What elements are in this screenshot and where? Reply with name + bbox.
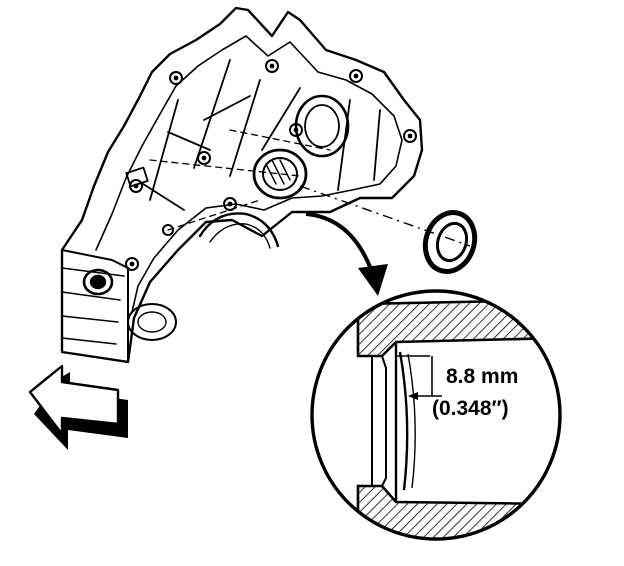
callout-arrow-head: [358, 264, 388, 296]
oil-port-left: [82, 268, 114, 296]
bolt-boss: [162, 224, 174, 236]
dimension-metric-label: 8.8 mm: [446, 365, 519, 388]
cover-inner-rim: [95, 35, 403, 313]
bolt-boss: [265, 59, 279, 73]
bolt-boss: [289, 123, 303, 137]
dim-arrowhead: [408, 392, 418, 400]
timing-arch-inner: [209, 223, 271, 249]
bore-shading: [265, 159, 291, 185]
sensor-bracket: [125, 166, 149, 188]
seal-body-inner: [407, 353, 416, 489]
arrow-left-icon: [28, 364, 128, 450]
seal-body: [398, 351, 409, 491]
install-centerline: [299, 185, 471, 247]
callout-arrow-shaft: [305, 212, 374, 273]
curved-arrow-icon: [305, 212, 388, 296]
crank-seal-bore-inner: [262, 157, 298, 191]
lower-pad-inner: [137, 311, 167, 333]
seal-inner: [435, 221, 469, 263]
bolt-boss: [223, 197, 237, 211]
engine-front-cover: [60, 6, 424, 364]
bolt-holes: [129, 63, 413, 267]
upper-boss-inner: [304, 104, 340, 148]
lower-pad: [127, 303, 177, 341]
seal-outer: [422, 210, 478, 274]
hidden-lines: [149, 129, 331, 231]
crank-seal-bore: [252, 148, 308, 200]
timing-arch: [198, 212, 280, 248]
seal-lip: [372, 355, 387, 487]
direction-arrow-body: [28, 364, 120, 436]
bolt-boss: [349, 69, 363, 83]
block-end-face: [61, 249, 129, 363]
bolt-boss: [403, 129, 417, 143]
oil-port-left-inner: [89, 274, 107, 290]
dimension-imperial-label: (0.348″): [432, 397, 509, 420]
bolt-boss: [197, 151, 211, 165]
bolt-boss: [169, 71, 183, 85]
cover-ribs: [139, 59, 381, 211]
crank-front-seal: [422, 210, 478, 274]
bolt-bosses: [125, 59, 417, 271]
bolt-boss: [125, 257, 139, 271]
upper-boss: [294, 94, 350, 158]
cover-outline: [60, 6, 424, 364]
